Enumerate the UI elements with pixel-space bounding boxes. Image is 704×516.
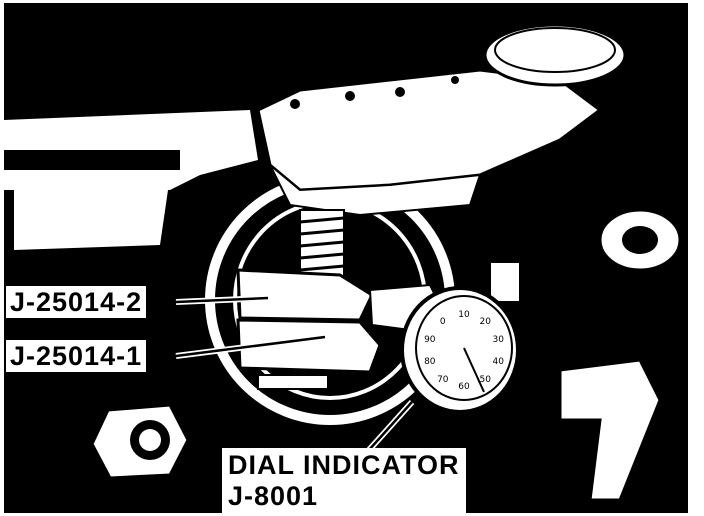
margin-right [688,0,704,516]
callout-dial-line1: DIAL INDICATOR [228,450,460,480]
callout-j-25014-1: J-25014-1 [6,340,147,372]
gauge-block-upper [236,268,374,322]
dial-number: 50 [479,375,491,385]
fixture-arm-shadow [269,164,482,217]
arm-rivet [290,99,300,109]
callout-dial-line2: J-8001 [228,481,319,511]
linkage-knob-inner [622,226,658,254]
dial-number: 80 [424,357,436,367]
gauge-block-lower [236,318,382,374]
arm-rivet [345,91,355,101]
dial-number: 10 [458,310,470,320]
dial-number: 70 [437,375,449,385]
dial-needle [463,347,485,393]
block-slot [257,374,329,390]
linkage-lever [558,358,662,502]
casting-highlight [14,190,168,250]
hex-nut [90,403,190,480]
callout-j-25014-2: J-25014-2 [6,286,147,318]
dial-number: 0 [440,317,446,327]
fixture-cap-top [494,27,616,73]
dial-number: 30 [492,335,504,345]
leader-part-1 [175,335,326,358]
indicator-stem [489,261,521,303]
arm-rivet [395,87,405,97]
post-threads [299,216,345,272]
casting-ledge [4,150,180,170]
dial-number: 40 [492,357,504,367]
arm-rivet [451,76,459,84]
callout-dial-indicator: DIAL INDICATOR J-8001 [222,448,466,514]
dial-number: 20 [479,317,491,327]
dial-number: 90 [424,335,436,345]
dial-number: 60 [458,382,470,392]
leader-part-2 [175,296,269,304]
